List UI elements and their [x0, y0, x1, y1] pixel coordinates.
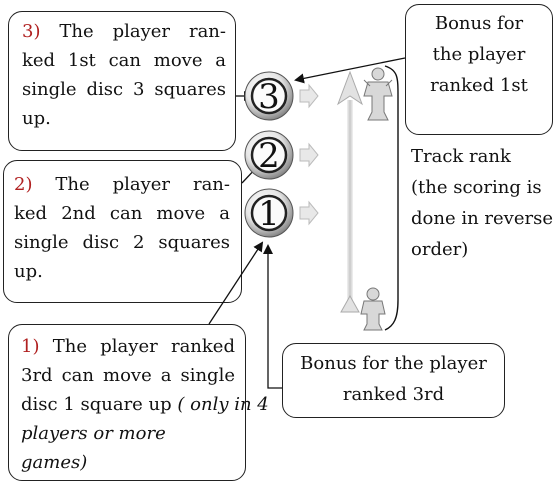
connector-arrow-bonus-3rd	[263, 244, 282, 389]
rule-box-rank-3rd	[8, 324, 246, 481]
bonus-box-1st	[405, 4, 553, 135]
disc-3-label: 3	[258, 77, 280, 117]
disc-2-label: 2	[258, 136, 280, 176]
rule-box-rank-2nd	[3, 160, 242, 303]
track-arrow-icon	[336, 70, 364, 313]
disc-1-label: 1	[258, 194, 280, 234]
track-brace	[384, 65, 399, 331]
bonus-box-3rd	[282, 343, 505, 418]
bonus-text-1st: Bonus for the player ranked 1st	[430, 13, 528, 96]
connector-arrow-bonus-1st	[294, 57, 406, 84]
figure-icon-1st	[363, 67, 393, 121]
gray-arrow-icon-1	[299, 200, 319, 226]
rule-number-2: 2)	[14, 174, 33, 195]
disc-3: 3	[244, 71, 294, 121]
gray-arrow-icon-3	[299, 83, 319, 109]
connector-arrow-rank-3rd	[208, 241, 264, 325]
disc-2: 2	[244, 130, 294, 180]
bonus-text-3rd: Bonus for the player ranked 3rd	[300, 353, 487, 405]
rule-text-rank-3rd: 1) The player ranked 3rd can move a sing…	[21, 336, 269, 473]
rule-box-rank-1st	[8, 11, 236, 151]
rule-number-3: 3)	[22, 21, 41, 42]
rule-number-1: 1)	[21, 336, 40, 357]
gray-arrow-icon-2	[299, 142, 319, 168]
disc-1: 1	[244, 188, 294, 238]
track-rank-label: Track rank (the scoring is done in rever…	[411, 146, 553, 260]
rule-text-rank-2nd: 2) The player ran- ked 2nd can move a si…	[14, 174, 230, 282]
rule-text-rank-1st: 3) The player ran- ked 1st can move a si…	[22, 21, 226, 129]
figure-icon-3rd	[360, 287, 386, 331]
